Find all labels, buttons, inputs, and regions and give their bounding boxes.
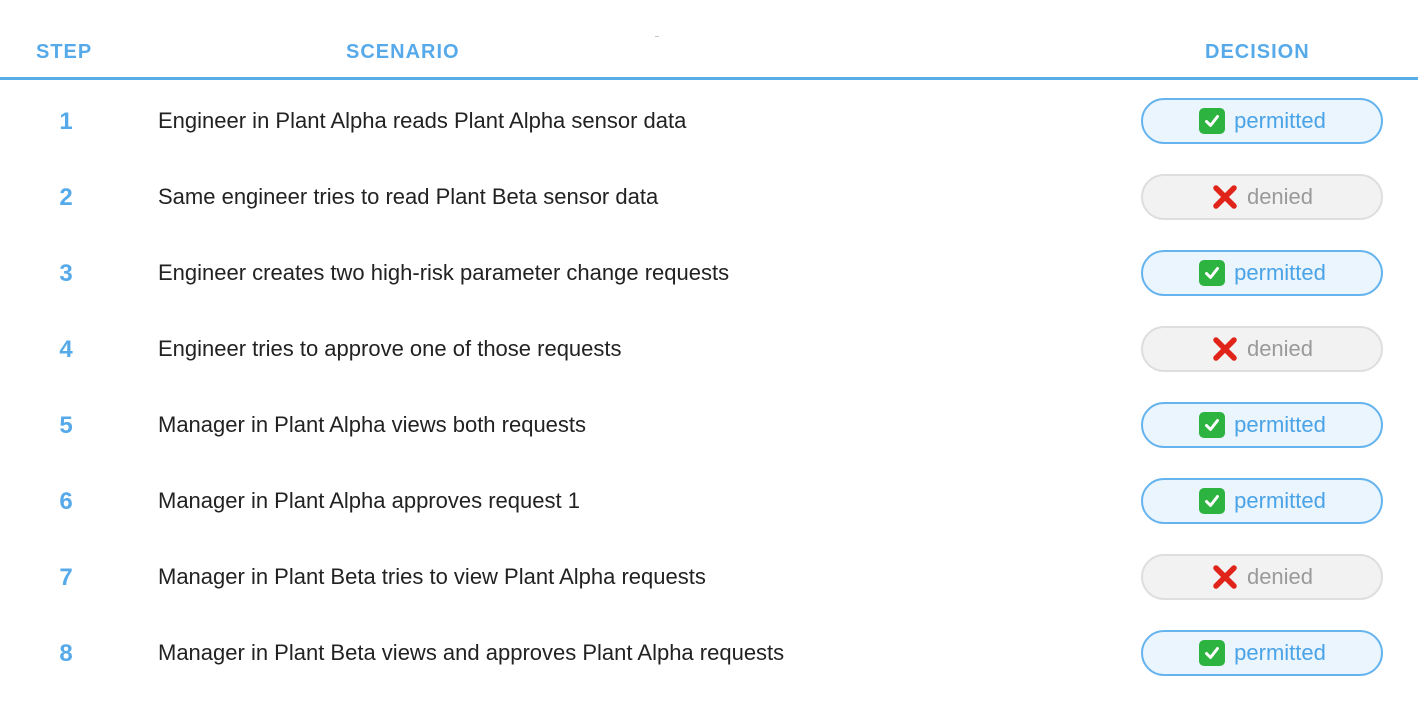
step-number: 5 xyxy=(59,412,73,439)
step-number: 8 xyxy=(59,640,73,667)
decision-badge: permitted xyxy=(1141,402,1383,448)
decision-badge: denied xyxy=(1141,174,1383,220)
decorative-dot xyxy=(655,36,659,37)
header-scenario: SCENARIO xyxy=(346,41,460,63)
decision-label: permitted xyxy=(1234,260,1326,285)
scenario-text: Engineer creates two high-risk parameter… xyxy=(158,260,730,285)
table-row: 4 Engineer tries to approve one of those… xyxy=(0,310,1418,386)
table-row: 8 Manager in Plant Beta views and approv… xyxy=(0,614,1418,690)
step-number: 3 xyxy=(59,260,73,287)
step-number: 1 xyxy=(59,108,73,135)
table-row: 1 Engineer in Plant Alpha reads Plant Al… xyxy=(0,82,1418,158)
decision-label: permitted xyxy=(1234,108,1326,133)
decision-table: STEP SCENARIO DECISION 1 Engineer in Pla… xyxy=(0,0,1418,676)
scenario-text: Manager in Plant Alpha approves request … xyxy=(158,488,580,513)
decision-badge: denied xyxy=(1141,326,1383,372)
check-mark-icon xyxy=(1198,411,1226,439)
step-number: 6 xyxy=(59,488,73,515)
header-decision: DECISION xyxy=(1205,41,1310,63)
table-body: 1 Engineer in Plant Alpha reads Plant Al… xyxy=(0,82,1418,690)
decision-label: denied xyxy=(1246,184,1314,209)
check-mark-icon xyxy=(1198,107,1226,135)
decision-label: permitted xyxy=(1234,488,1326,513)
table-row: 6 Manager in Plant Alpha approves reques… xyxy=(0,462,1418,538)
decision-badge: permitted xyxy=(1141,630,1383,676)
decision-badge: permitted xyxy=(1141,478,1383,524)
scenario-text: Manager in Plant Alpha views both reques… xyxy=(158,412,587,437)
table-row: 3 Engineer creates two high-risk paramet… xyxy=(0,234,1418,310)
scenario-text: Same engineer tries to read Plant Beta s… xyxy=(158,184,659,209)
scenario-text: Manager in Plant Beta views and approves… xyxy=(158,640,785,665)
decision-label: denied xyxy=(1246,336,1314,361)
step-number: 2 xyxy=(59,184,73,211)
decision-label: permitted xyxy=(1234,412,1326,437)
decision-badge: denied xyxy=(1141,554,1383,600)
scenario-text: Manager in Plant Beta tries to view Plan… xyxy=(158,564,706,589)
cross-mark-icon xyxy=(1211,563,1239,591)
check-mark-icon xyxy=(1198,259,1226,287)
step-number: 7 xyxy=(59,564,73,591)
cross-mark-icon xyxy=(1211,335,1239,363)
step-number: 4 xyxy=(59,336,73,363)
check-mark-icon xyxy=(1198,639,1226,667)
decision-badge: permitted xyxy=(1141,98,1383,144)
scenario-text: Engineer in Plant Alpha reads Plant Alph… xyxy=(158,108,687,133)
table-row: 7 Manager in Plant Beta tries to view Pl… xyxy=(0,538,1418,614)
cross-mark-icon xyxy=(1211,183,1239,211)
table-row: 2 Same engineer tries to read Plant Beta… xyxy=(0,158,1418,234)
decision-label: permitted xyxy=(1234,640,1326,665)
scenario-text: Engineer tries to approve one of those r… xyxy=(158,336,622,361)
check-mark-icon xyxy=(1198,487,1226,515)
table-row: 5 Manager in Plant Alpha views both requ… xyxy=(0,386,1418,462)
decision-label: denied xyxy=(1246,564,1314,589)
decision-badge: permitted xyxy=(1141,250,1383,296)
table-header: STEP SCENARIO DECISION xyxy=(0,0,1418,80)
header-step: STEP xyxy=(36,41,93,63)
